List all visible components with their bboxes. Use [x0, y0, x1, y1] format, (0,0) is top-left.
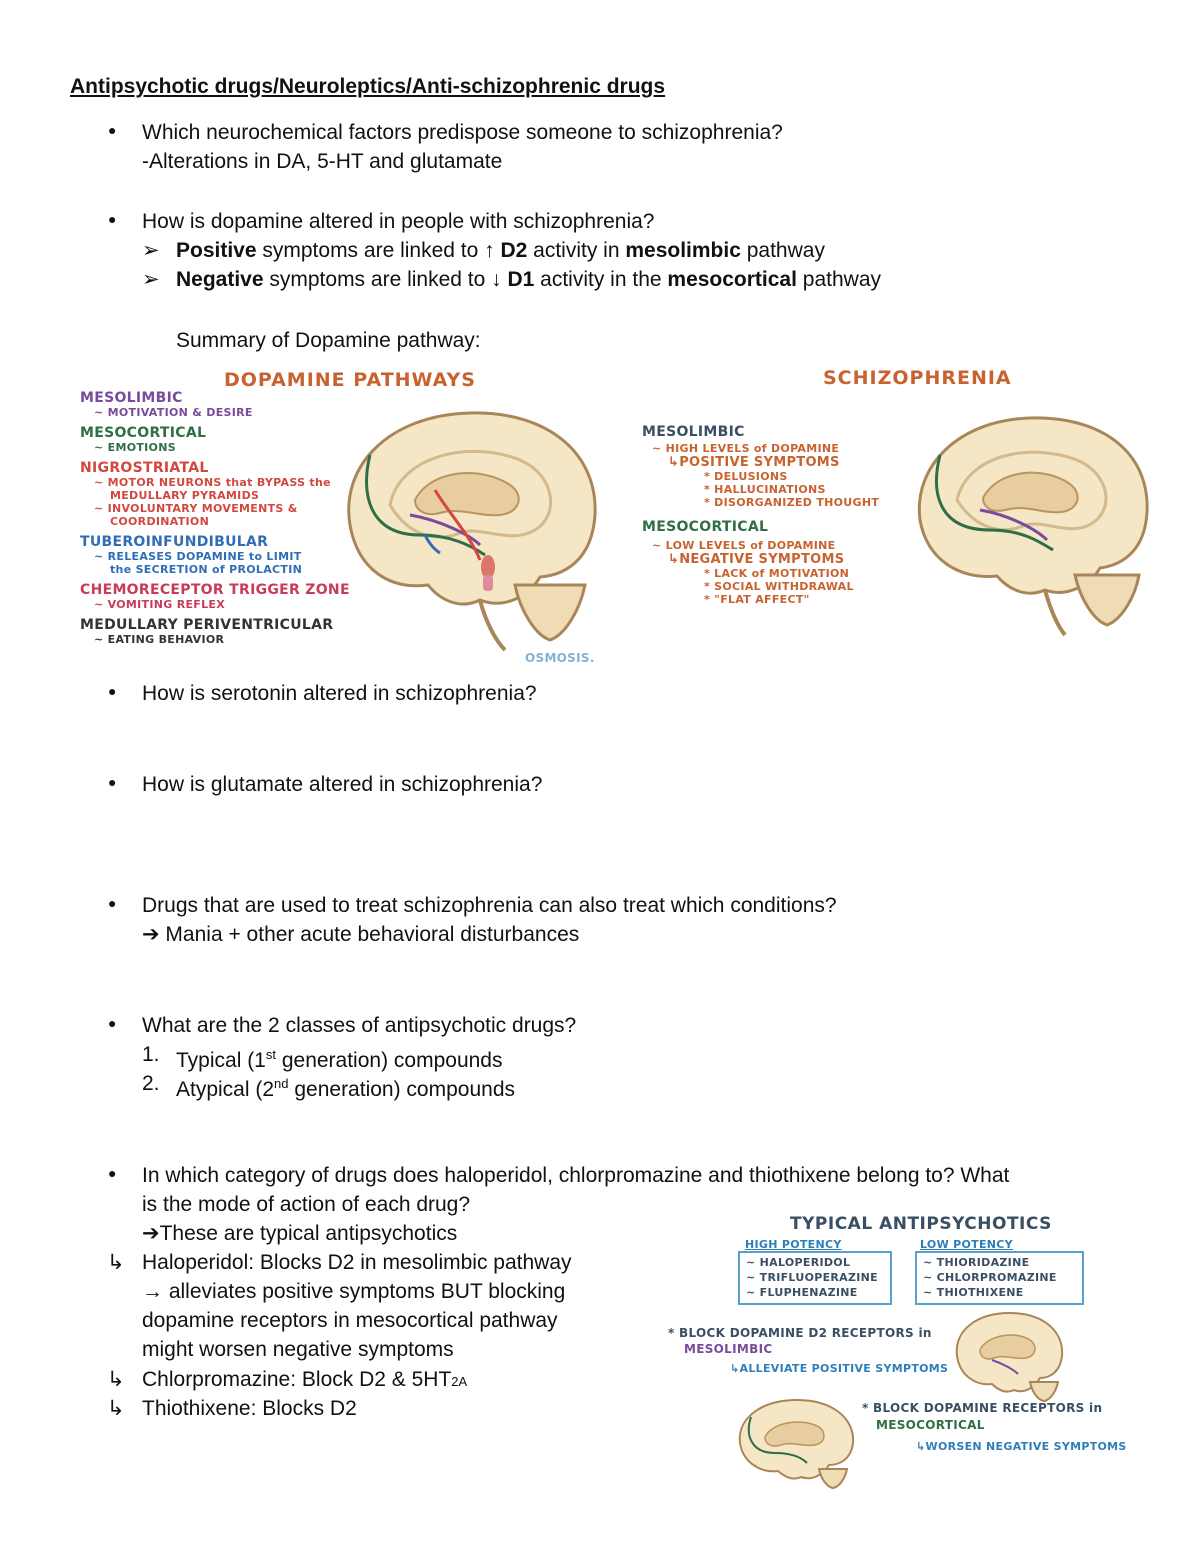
question-category-l1: In which category of drugs does haloperi… — [142, 1164, 1010, 1187]
question-glutamate: How is glutamate altered in schizophreni… — [142, 773, 543, 796]
fig-typical-antipsychotics-title: TYPICAL ANTIPSYCHOTICS — [790, 1214, 1052, 1234]
pathway-name: MESOCORTICAL — [80, 425, 207, 441]
low-potency-label: LOW POTENCY — [920, 1238, 1013, 1251]
pathway-name: MESOLIMBIC — [80, 390, 183, 406]
pathway-desc: ~ VOMITING REFLEX — [94, 598, 226, 611]
chlorpromazine-line: Chlorpromazine: Block D2 & 5HT2A — [142, 1368, 468, 1391]
mesolimbic-label: MESOLIMBIC — [684, 1342, 773, 1356]
fig-schizophrenia-title: SCHIZOPHRENIA — [823, 367, 1012, 389]
brain-illustration-4 — [738, 1398, 855, 1490]
haloperidol-line: Haloperidol: Blocks D2 in mesolimbic pat… — [142, 1251, 572, 1274]
class-item-atypical: Atypical (2nd generation) compounds — [176, 1076, 515, 1101]
class-item-number: 2. — [142, 1072, 160, 1095]
arrow-bullet-positive: ➢ — [142, 239, 160, 262]
symptom-item: * SOCIAL WITHDRAWAL — [704, 580, 854, 593]
pathway-name: TUBEROINFUNDIBULAR — [80, 534, 269, 550]
answer-neurochemical-factors: -Alterations in DA, 5-HT and glutamate — [142, 150, 503, 173]
positive-symptoms-label: ↳POSITIVE SYMPTOMS — [668, 455, 840, 470]
symptom-item: * HALLUCINATIONS — [704, 483, 826, 496]
drug-item: ~ FLUPHENAZINE — [746, 1286, 858, 1299]
haloperidol-line: dopamine receptors in mesocortical pathw… — [142, 1309, 558, 1332]
pathway-desc: ~ INVOLUNTARY MOVEMENTS & — [94, 502, 298, 515]
osmosis-logo: OSMOSIS. — [525, 651, 595, 665]
mesocortical-label: MESOCORTICAL — [876, 1418, 985, 1432]
class-item-typical: Typical (1st generation) compounds — [176, 1047, 503, 1072]
symptom-item: * DELUSIONS — [704, 470, 788, 483]
pathway-desc: ~ MOTIVATION & DESIRE — [94, 406, 253, 419]
bullet-q2: ● — [108, 211, 117, 227]
pathway-desc: MEDULLARY PYRAMIDS — [110, 489, 260, 502]
bullet-q1: ● — [108, 122, 117, 138]
symptom-item: * "FLAT AFFECT" — [704, 593, 810, 606]
pathway-name: MEDULLARY PERIVENTRICULAR — [80, 617, 334, 633]
negative-symptoms-label: ↳NEGATIVE SYMPTOMS — [668, 552, 845, 567]
pathway-desc: ~ EATING BEHAVIOR — [94, 633, 225, 646]
arrow-mark: ↳ — [107, 1397, 125, 1420]
low-potency-box: ~ THIORIDAZINE ~ CHLORPROMAZINE ~ THIOTH… — [915, 1251, 1084, 1305]
bullet-q4: ● — [108, 774, 117, 790]
fig-dopamine-pathways-title: DOPAMINE PATHWAYS — [224, 369, 476, 391]
page-title: Antipsychotic drugs/Neuroleptics/Anti-sc… — [70, 75, 666, 98]
drug-item: ~ THIOTHIXENE — [923, 1286, 1024, 1299]
block-dopamine-mesocortical: * BLOCK DOPAMINE RECEPTORS in — [862, 1401, 1103, 1415]
block-d2-mesolimbic: * BLOCK DOPAMINE D2 RECEPTORS in — [668, 1326, 932, 1340]
drug-item: ~ THIORIDAZINE — [923, 1256, 1030, 1269]
mesolimbic-label: MESOLIMBIC — [642, 424, 745, 440]
worsen-negative: ↳WORSEN NEGATIVE SYMPTOMS — [916, 1440, 1127, 1453]
drug-item: ~ HALOPERIDOL — [746, 1256, 851, 1269]
pathway-name: NIGROSTRIATAL — [80, 460, 209, 476]
brain-illustration-1 — [347, 411, 597, 652]
negative-symptoms-line: Negative symptoms are linked to ↓ D1 act… — [176, 268, 882, 291]
pathway-desc: ~ EMOTIONS — [94, 441, 176, 454]
drug-item: ~ TRIFLUOPERAZINE — [746, 1271, 878, 1284]
summary-label: Summary of Dopamine pathway: — [176, 329, 481, 352]
low-dopamine-label: ~ LOW LEVELS of DOPAMINE — [652, 539, 836, 552]
dopamine-pathways-list: MESOLIMBIC ~ MOTIVATION & DESIRE MESOCOR… — [80, 390, 380, 646]
question-classes: What are the 2 classes of antipsychotic … — [142, 1014, 577, 1037]
schizophrenia-notes: MESOLIMBIC ~ HIGH LEVELS of DOPAMINE ↳PO… — [642, 424, 922, 606]
bullet-q3: ● — [108, 683, 117, 699]
high-dopamine-label: ~ HIGH LEVELS of DOPAMINE — [652, 442, 840, 455]
question-category-l2: is the mode of action of each drug? — [142, 1193, 471, 1216]
arrow-bullet-negative: ➢ — [142, 268, 160, 291]
positive-symptoms-line: Positive symptoms are linked to ↑ D2 act… — [176, 239, 825, 262]
pathway-desc: COORDINATION — [110, 515, 210, 528]
bullet-q6: ● — [108, 1015, 117, 1031]
thiothixene-line: Thiothixene: Blocks D2 — [142, 1397, 357, 1420]
answer-other-conditions: ➔ Mania + other acute behavioral disturb… — [142, 923, 580, 946]
answer-typical: ➔These are typical antipsychotics — [142, 1222, 458, 1245]
class-item-number: 1. — [142, 1043, 160, 1066]
arrow-mark: ↳ — [107, 1251, 125, 1274]
pathway-desc: ~ RELEASES DOPAMINE to LIMIT — [94, 550, 302, 563]
bullet-q5: ● — [108, 895, 117, 911]
alleviate-positive: ↳ALLEVIATE POSITIVE SYMPTOMS — [730, 1362, 949, 1375]
high-potency-label: HIGH POTENCY — [745, 1238, 842, 1251]
brain-illustration-2 — [917, 416, 1149, 637]
high-potency-box: ~ HALOPERIDOL ~ TRIFLUOPERAZINE ~ FLUPHE… — [738, 1251, 892, 1305]
brain-illustration-3 — [955, 1311, 1064, 1403]
question-other-conditions: Drugs that are used to treat schizophren… — [142, 894, 837, 917]
symptom-item: * LACK of MOTIVATION — [704, 567, 850, 580]
symptom-item: * DISORGANIZED THOUGHT — [704, 496, 880, 509]
haloperidol-line: → alleviates positive symptoms BUT block… — [142, 1280, 566, 1303]
haloperidol-line: might worsen negative symptoms — [142, 1338, 454, 1361]
pathway-desc: the SECRETION of PROLACTIN — [110, 563, 303, 576]
drug-item: ~ CHLORPROMAZINE — [923, 1271, 1057, 1284]
question-neurochemical-factors: Which neurochemical factors predispose s… — [142, 121, 783, 144]
mesocortical-label: MESOCORTICAL — [642, 519, 769, 535]
pathway-name: CHEMORECEPTOR TRIGGER ZONE — [80, 582, 350, 598]
bullet-q7: ● — [108, 1165, 117, 1181]
pathway-desc: ~ MOTOR NEURONS that BYPASS the — [94, 476, 331, 489]
question-dopamine-altered: How is dopamine altered in people with s… — [142, 210, 655, 233]
arrow-mark: ↳ — [107, 1368, 125, 1391]
question-serotonin: How is serotonin altered in schizophreni… — [142, 682, 537, 705]
